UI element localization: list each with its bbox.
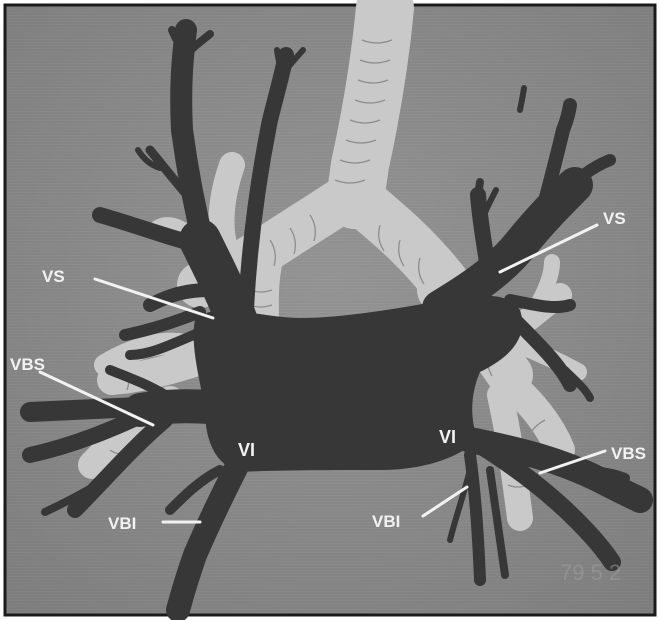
vi-right-label: VI	[439, 427, 456, 447]
vbi-right-label: VBI	[372, 512, 400, 531]
date-watermark: 79 5 2	[560, 560, 621, 585]
vs-left-label: VS	[42, 267, 65, 286]
vbs-right-label: VBS	[611, 444, 646, 463]
vbs-left-label: VBS	[10, 355, 45, 374]
vbi-left-label: VBI	[108, 514, 136, 533]
vs-right-label: VS	[603, 209, 626, 228]
vi-left-label: VI	[238, 440, 255, 460]
